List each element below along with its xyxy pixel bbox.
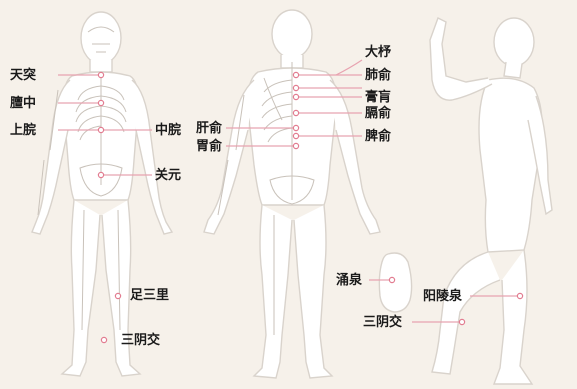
- point-sanyinjiao-front: [100, 336, 108, 344]
- point-yanglingquan: [516, 292, 524, 300]
- point-zusanli: [114, 292, 122, 300]
- point-feishu: [292, 84, 300, 92]
- point-dazhu: [292, 71, 300, 79]
- label-zusanli: 足三里: [130, 288, 170, 303]
- label-danzhong: 膻中: [10, 96, 37, 111]
- label-yanglingquan: 阳陵泉: [423, 289, 463, 304]
- acupoint-markers: [97, 71, 524, 344]
- leader-lines: [58, 59, 520, 323]
- label-ganshu: 肝俞: [196, 121, 223, 136]
- label-sanyinjiao-side: 三阴交: [363, 315, 403, 330]
- back-figure: [203, 9, 381, 379]
- point-sanyinjiao-side: [458, 318, 466, 326]
- label-sanyinjiao-front: 三阴交: [121, 333, 161, 348]
- point-guanyuan: [97, 171, 105, 179]
- label-zhongwan: 中脘: [155, 123, 182, 138]
- label-gaohuang: 膏肓: [365, 90, 392, 105]
- point-geshu: [292, 109, 300, 117]
- back-skeleton: [217, 62, 315, 335]
- label-pishu: 脾俞: [365, 129, 392, 144]
- front-skeleton: [37, 26, 127, 331]
- label-shangwan: 上脘: [10, 123, 37, 138]
- point-gaohuang: [292, 93, 300, 101]
- point-danzhong: [97, 99, 105, 107]
- label-guanyuan: 关元: [155, 168, 182, 183]
- foot-sole: [378, 252, 413, 313]
- point-yongquan: [388, 276, 396, 284]
- label-tiantu: 天突: [10, 68, 37, 83]
- label-weishu: 胃俞: [196, 139, 223, 154]
- label-geshu: 膈俞: [365, 106, 392, 121]
- point-shangwan: [97, 126, 105, 134]
- point-weishu: [292, 142, 300, 150]
- label-dazhu: 大杼: [365, 45, 392, 60]
- label-yongquan: 涌泉: [336, 273, 363, 288]
- side-figure: [429, 17, 553, 385]
- front-figure: [31, 11, 174, 377]
- label-feishu: 肺俞: [365, 68, 392, 83]
- point-ganshu: [292, 124, 300, 132]
- point-pishu: [292, 132, 300, 140]
- point-tiantu: [97, 71, 105, 79]
